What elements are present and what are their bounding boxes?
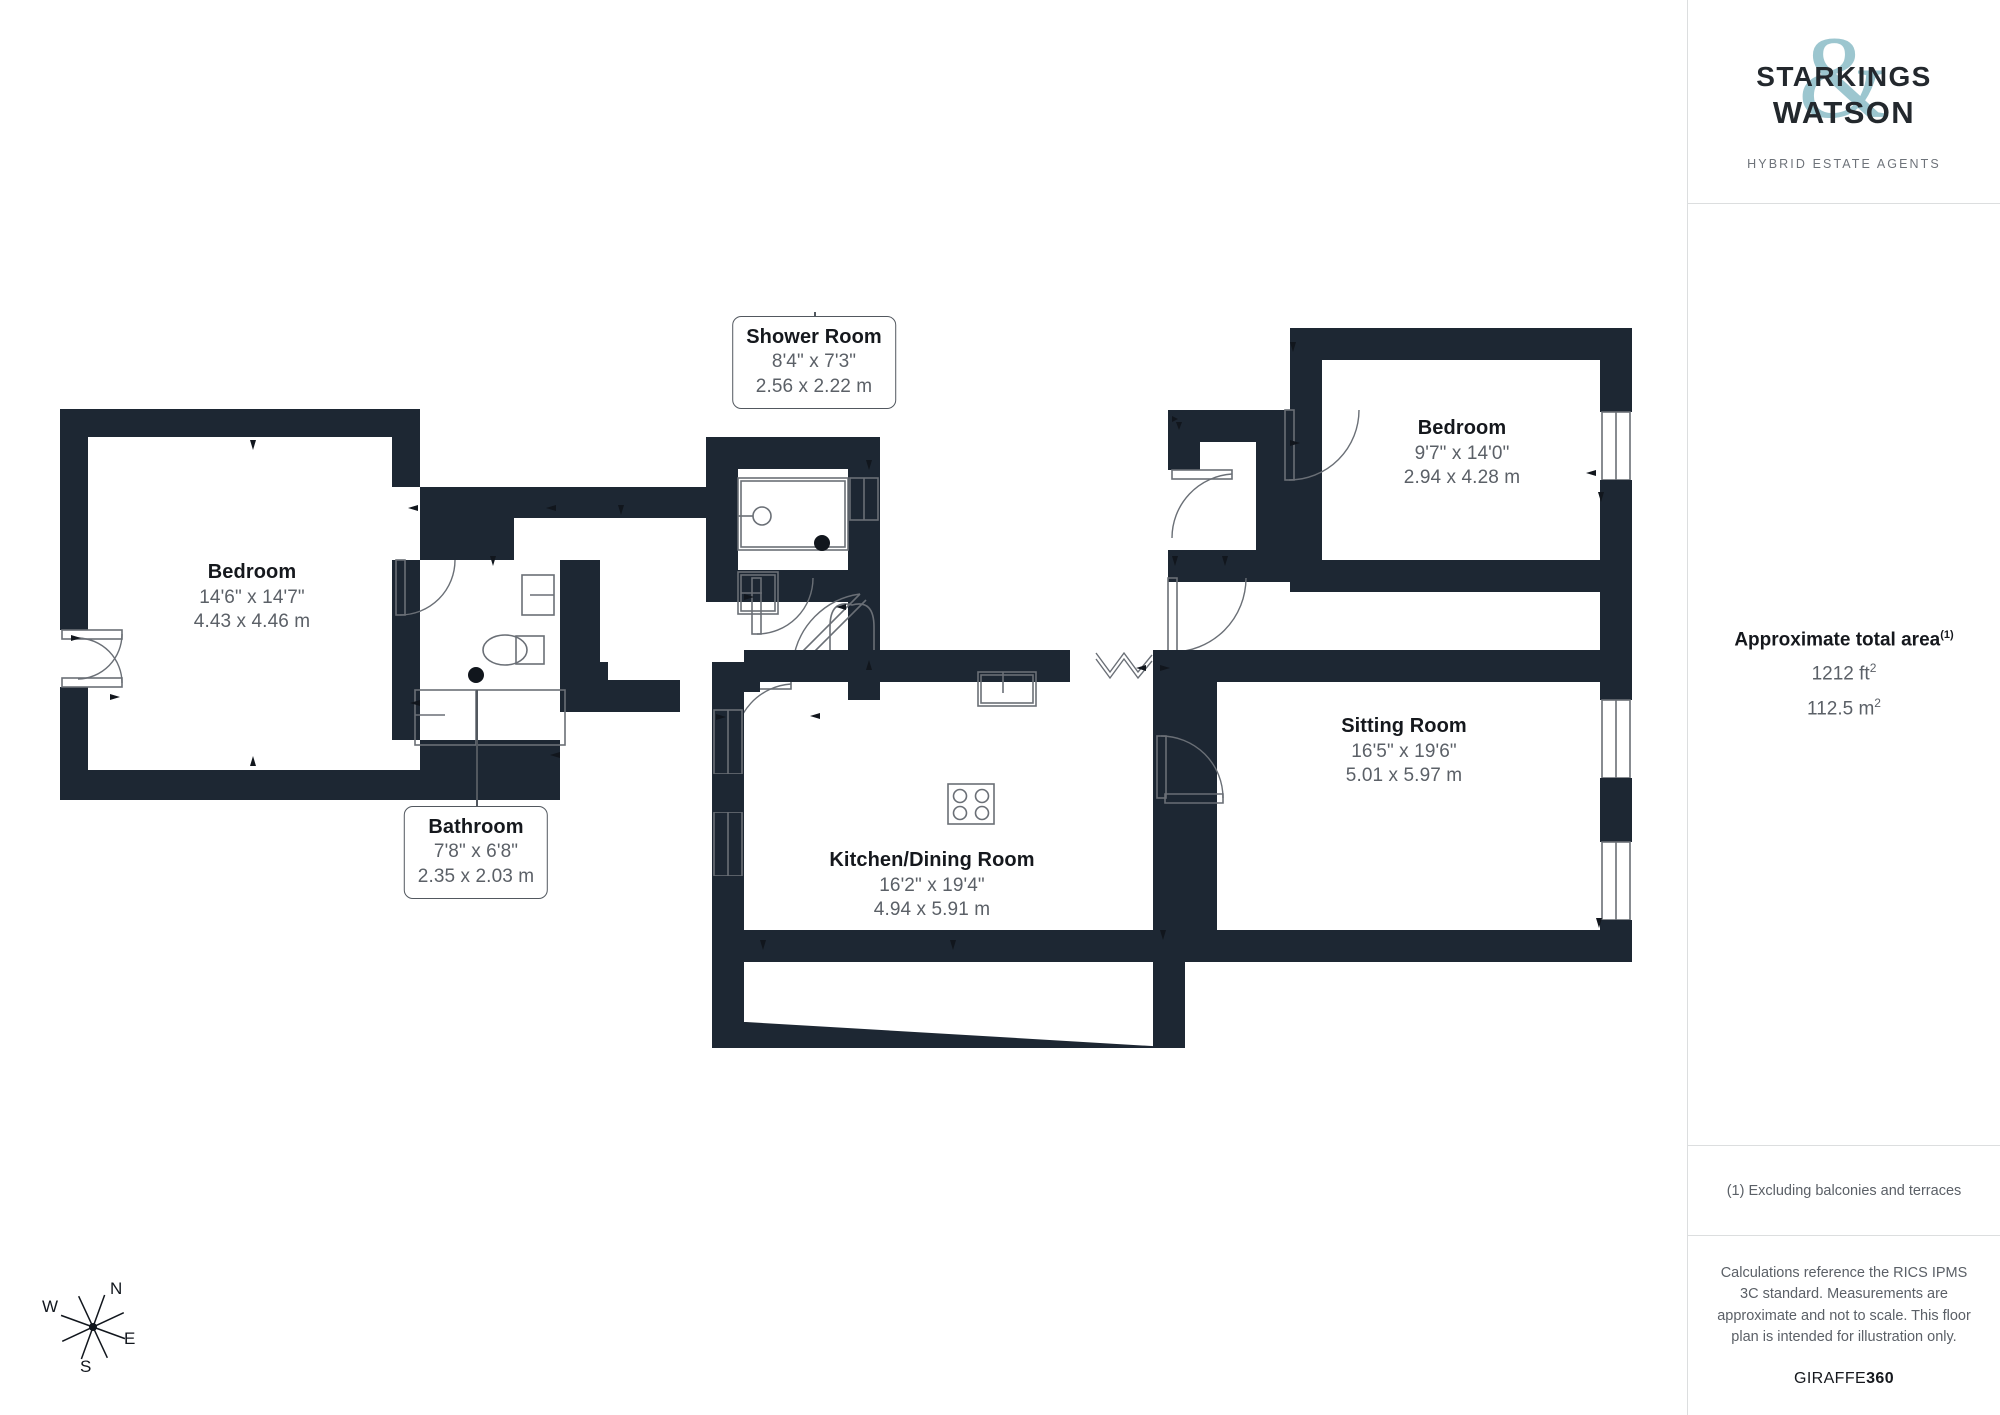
- door-left-bedroom-french: [61, 629, 123, 688]
- brand-tagline: HYBRID ESTATE AGENTS: [1747, 156, 1941, 171]
- room-label-sitting-room: Sitting Room 16'5" x 19'6" 5.01 x 5.97 m: [1341, 714, 1467, 788]
- shower-room-fixtures: [737, 477, 849, 615]
- wall-group-bathroom: [392, 487, 680, 712]
- ampersand-glyph: &: [1798, 11, 1890, 143]
- compass-label-west: W: [42, 1297, 58, 1316]
- room-dim-metric: 2.35 x 2.03 m: [417, 865, 535, 887]
- total-area-title-text: Approximate total area: [1734, 629, 1941, 651]
- provider-name-prefix: GIRAFFE: [1793, 1369, 1867, 1387]
- room-name: Kitchen/Dining Room: [829, 849, 1035, 871]
- total-area-imperial-unit: 2: [1869, 661, 1877, 676]
- door-right-bedroom-a: [1171, 469, 1233, 539]
- room-dim-imperial: 8'4" x 7'3": [771, 351, 857, 372]
- brand-name-line2: WATSON: [1772, 94, 1916, 130]
- room-name: Bathroom: [428, 816, 524, 838]
- door-sitting-room-entry: [1156, 735, 1224, 804]
- callout-leader-bathroom: [476, 690, 478, 808]
- brand-logo-section: & STARKINGS WATSON HYBRID ESTATE AGENTS: [1688, 0, 2000, 204]
- footnote-section: (1) Excluding balconies and terraces: [1688, 1146, 2000, 1236]
- room-name: Bedroom: [207, 561, 297, 583]
- compass-label-north: N: [110, 1279, 122, 1298]
- compass-label-south: S: [80, 1357, 91, 1376]
- room-dim-imperial: 16'5" x 19'6": [1351, 740, 1457, 762]
- provider-name-suffix: 360: [1866, 1369, 1895, 1387]
- total-area-footnote-marker: (1): [1940, 629, 1954, 641]
- total-area-title: Approximate total area(1): [1734, 629, 1953, 651]
- total-area-imperial: 1212 ft2: [1812, 661, 1877, 685]
- kitchen-fixtures: [947, 671, 1037, 825]
- room-name: Shower Room: [746, 326, 882, 348]
- footnote-text: (1) Excluding balconies and terraces: [1726, 1182, 1962, 1199]
- total-area-metric: 112.5 m2: [1807, 696, 1881, 720]
- brand-name-line1: STARKINGS: [1756, 60, 1932, 92]
- total-area-section: Approximate total area(1) 1212 ft2 112.5…: [1688, 204, 2000, 1146]
- total-area-metric-value: 112.5 m: [1807, 697, 1875, 719]
- door-hall-kitchen: [751, 577, 814, 635]
- room-dim-metric: 2.94 x 4.28 m: [1403, 466, 1521, 488]
- compass-center: [89, 1323, 97, 1331]
- door-right-bedroom-b: [1284, 409, 1360, 481]
- room-dim-metric: 2.56 x 2.22 m: [755, 375, 873, 397]
- door-hall-sitting: [1167, 577, 1247, 653]
- provider-logo: GIRAFFE360: [1794, 1370, 1894, 1388]
- room-name: Sitting Room: [1341, 715, 1467, 737]
- room-dim-imperial: 16'2" x 19'4": [879, 874, 985, 896]
- view-direction-markers: [71, 342, 1604, 950]
- room-label-bedroom-right: Bedroom 9'7" x 14'0" 2.94 x 4.28 m: [1404, 416, 1520, 490]
- floorplan-canvas[interactable]: .w { fill:#1d2733; } .thn { fill:none; s…: [0, 0, 1687, 1415]
- compass-rose: N E S W: [42, 1279, 135, 1376]
- floorplan-drawing: .w { fill:#1d2733; } .thn { fill:none; s…: [60, 328, 1632, 1048]
- door-bathroom: [395, 559, 456, 616]
- brand-logo: & STARKINGS WATSON: [1729, 18, 1959, 151]
- room-dim-metric: 4.43 x 4.46 m: [193, 610, 311, 632]
- room-dim-imperial: 7'8" x 6'8": [433, 841, 519, 862]
- room-label-kitchen-dining: Kitchen/Dining Room 16'2" x 19'4" 4.94 x…: [829, 848, 1034, 922]
- wall-group-right-bedroom: [1290, 328, 1632, 660]
- legal-disclaimer-text: Calculations reference the RICS IPMS 3C …: [1717, 1265, 1971, 1345]
- total-area-imperial-value: 1212 ft: [1811, 663, 1870, 685]
- room-dim-imperial: 14'6" x 14'7": [199, 586, 305, 608]
- legal-section: Calculations reference the RICS IPMS 3C …: [1688, 1236, 2000, 1415]
- room-dim-metric: 5.01 x 5.97 m: [1345, 764, 1463, 786]
- wall-group-left-bedroom: [60, 409, 560, 800]
- compass-label-east: E: [124, 1329, 135, 1348]
- room-dim-metric: 4.94 x 5.91 m: [873, 898, 991, 920]
- wall-group-sitting-room: [1153, 592, 1632, 962]
- room-callout-shower-room: Shower Room 8'4" x 7'3" 2.56 x 2.22 m: [732, 316, 896, 410]
- opening-zigzag-marker: [1095, 651, 1153, 680]
- total-area-metric-unit: 2: [1874, 695, 1881, 710]
- info-side-panel: & STARKINGS WATSON HYBRID ESTATE AGENTS …: [1687, 0, 2000, 1415]
- room-label-bedroom-left: Bedroom 14'6" x 14'7" 4.43 x 4.46 m: [194, 560, 310, 634]
- room-callout-bathroom: Bathroom 7'8" x 6'8" 2.35 x 2.03 m: [403, 806, 549, 900]
- room-dim-imperial: 9'7" x 14'0": [1414, 442, 1510, 464]
- wall-group-hall-right: [1168, 410, 1290, 582]
- room-name: Bedroom: [1417, 417, 1507, 439]
